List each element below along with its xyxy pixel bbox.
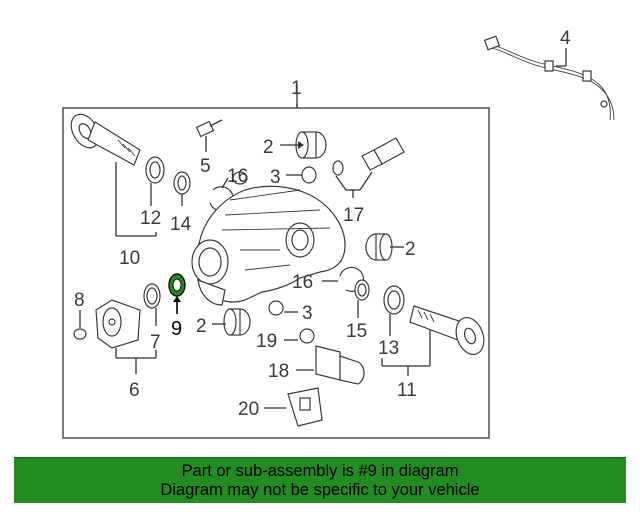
callout-19: 19 <box>256 331 277 352</box>
callout-3-upper: 3 <box>270 167 281 188</box>
callout-9: 9 <box>171 318 182 340</box>
callout-18: 18 <box>268 361 289 382</box>
part-5-bolt[interactable] <box>195 119 223 152</box>
part-14-seal[interactable] <box>173 171 191 206</box>
info-banner: Part or sub-assembly is #9 in diagram Di… <box>14 457 626 503</box>
part-9-highlighted-seal[interactable] <box>168 273 186 314</box>
callout-16-upper: 16 <box>227 166 248 187</box>
part-15-seal[interactable] <box>354 279 370 318</box>
part-11-right-shaft[interactable] <box>381 305 489 376</box>
part-3-nut-lower[interactable] <box>268 300 298 316</box>
part-13-seal[interactable] <box>383 285 405 336</box>
callout-1: 1 <box>291 78 302 99</box>
callout-2-lower: 2 <box>196 316 207 337</box>
callout-17: 17 <box>343 205 364 226</box>
part-4-wiring-harness[interactable] <box>483 35 615 121</box>
callout-11: 11 <box>397 380 417 401</box>
callout-7: 7 <box>150 332 161 353</box>
part-6-flange[interactable] <box>95 299 157 374</box>
callout-14: 14 <box>170 214 192 235</box>
assembly-frame <box>62 107 490 439</box>
callout-10: 10 <box>119 248 140 269</box>
part-17-sensor[interactable] <box>332 137 405 198</box>
callout-20: 20 <box>238 399 259 420</box>
parts-diagram: 1 2 2 2 3 3 4 5 6 7 8 9 10 11 12 13 14 1… <box>62 28 615 439</box>
callout-12: 12 <box>140 208 161 229</box>
part-8-bolt[interactable] <box>73 310 87 340</box>
part-3-nut-upper[interactable] <box>286 166 317 184</box>
callout-13: 13 <box>378 338 399 359</box>
part-10-left-shaft[interactable] <box>66 109 157 237</box>
callout-2-upper: 2 <box>263 137 274 158</box>
callout-3-lower: 3 <box>302 303 313 324</box>
part-18-actuator[interactable] <box>296 345 365 385</box>
callout-16-lower: 16 <box>292 272 313 293</box>
part-7-seal[interactable] <box>143 283 161 326</box>
banner-line-1: Part or sub-assembly is #9 in diagram <box>181 462 459 480</box>
part-19-o-ring[interactable] <box>284 328 315 344</box>
differential-housing <box>191 171 346 306</box>
callout-6: 6 <box>129 380 140 401</box>
callout-8: 8 <box>74 290 85 311</box>
part-12-seal[interactable] <box>145 156 165 206</box>
callout-2-right: 2 <box>405 239 416 260</box>
callout-5: 5 <box>200 156 211 177</box>
part-20-bracket[interactable] <box>264 387 323 427</box>
part-2-mount-lower[interactable] <box>212 308 251 336</box>
part-2-mount-upper[interactable] <box>280 131 327 159</box>
callout-4: 4 <box>560 28 571 49</box>
banner-line-2: Diagram may not be specific to your vehi… <box>160 481 480 499</box>
part-2-mount-right[interactable] <box>365 233 404 261</box>
callout-15: 15 <box>346 321 367 342</box>
